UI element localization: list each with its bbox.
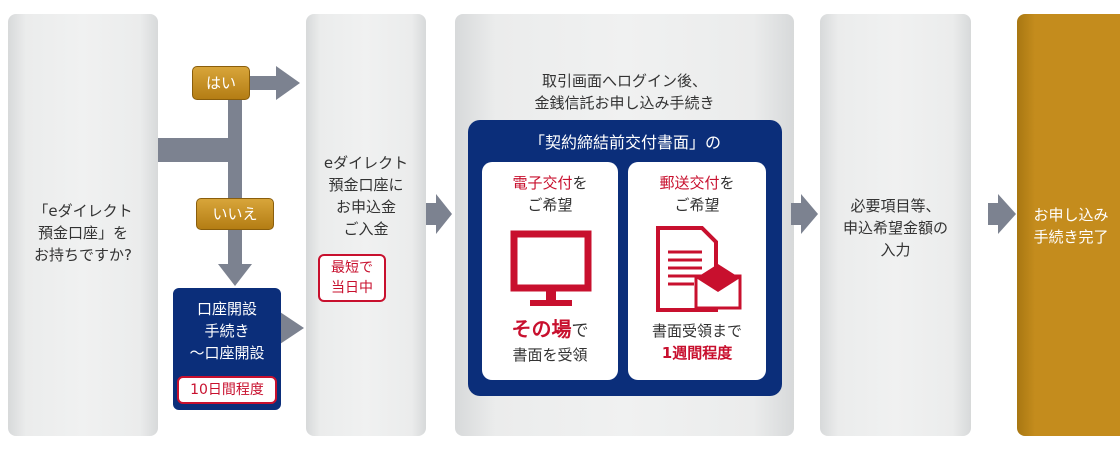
yes-label: はい <box>205 74 236 92</box>
step1-question: 「eダイレクト 預金口座」を お持ちですか? <box>8 200 158 266</box>
postal-title-red: 郵送交付 <box>659 174 720 192</box>
step4-line1: 必要項目等、 <box>850 197 941 215</box>
step5-line2: 手続き完了 <box>1033 228 1109 246</box>
step3-line1: 取引画面へログイン後、 <box>541 72 707 90</box>
step2-badge: 最短で 当日中 <box>318 254 386 302</box>
open-account-line2: 手続き <box>204 322 250 340</box>
electronic-note-rest: で <box>571 321 589 341</box>
step1-line1: 「eダイレクト <box>33 202 133 220</box>
open-account-line3: 〜口座開設 <box>189 344 265 362</box>
document-panel: 「契約締結前交付書面」の 電子交付を ご希望 その場で 書面を受領 郵送交付を … <box>468 120 782 396</box>
branch-horizontal-bar <box>158 138 228 162</box>
step1-column <box>8 14 158 436</box>
step2-line4: ご入金 <box>343 220 389 238</box>
open-account-box: 口座開設 手続き 〜口座開設 10日間程度 <box>173 288 281 410</box>
yes-arrow <box>276 66 300 100</box>
document-panel-title: 「契約締結前交付書面」の <box>528 133 721 152</box>
step2-badge-line1: 最短で <box>331 260 373 276</box>
electronic-note-line2: 書面を受領 <box>512 346 588 364</box>
postal-note-line2: 1週間程度 <box>661 344 733 362</box>
electronic-title-red: 電子交付 <box>512 174 573 192</box>
arrow-step4-to-step5 <box>988 194 1016 234</box>
step2-line2: 預金口座に <box>328 176 404 194</box>
open-account-arrow <box>280 312 304 344</box>
arrow-step2-to-step3 <box>426 194 452 234</box>
step2-line1: eダイレクト <box>323 154 409 172</box>
no-badge: いいえ <box>196 198 274 230</box>
open-account-period: 10日間程度 <box>190 382 264 398</box>
step2-text: eダイレクト 預金口座に お申込金 ご入金 <box>306 152 426 240</box>
yes-badge: はい <box>192 66 250 100</box>
step4-line2: 申込希望金額の <box>842 219 948 237</box>
step5-line1: お申し込み <box>1033 206 1109 224</box>
postal-delivery-card: 郵送交付を ご希望 書面受領まで 1週間程度 <box>628 162 766 380</box>
step2-line3: お申込金 <box>335 198 396 216</box>
branch-right-arm <box>242 76 278 90</box>
electronic-title-rest: を <box>572 174 588 192</box>
electronic-delivery-card: 電子交付を ご希望 その場で 書面を受領 <box>482 162 618 380</box>
step4-column <box>820 14 971 436</box>
step2-column <box>306 14 426 436</box>
open-account-period-badge: 10日間程度 <box>177 376 277 404</box>
step5-column <box>1017 14 1120 436</box>
electronic-title-line2: ご希望 <box>527 196 573 214</box>
step5-text: お申し込み 手続き完了 <box>1021 204 1120 248</box>
step1-line2: 預金口座」を <box>37 224 128 242</box>
postal-note-line1: 書面受領まで <box>651 322 742 340</box>
electronic-note-red: その場 <box>511 317 572 341</box>
step1-line3: お持ちですか? <box>34 246 132 264</box>
document-envelope-icon <box>656 226 742 312</box>
postal-title-rest: を <box>719 174 735 192</box>
arrow-step3-to-step4 <box>791 194 818 234</box>
postal-title-line2: ご希望 <box>674 196 720 214</box>
step4-text: 必要項目等、 申込希望金額の 入力 <box>820 195 971 261</box>
open-account-line1: 口座開設 <box>196 300 257 318</box>
no-label: いいえ <box>212 205 258 223</box>
step4-line3: 入力 <box>880 241 911 259</box>
step3-heading: 取引画面へログイン後、 金銭信託お申し込み手続き <box>455 70 794 114</box>
step3-line2: 金銭信託お申し込み手続き <box>534 94 715 112</box>
down-arrow <box>218 264 252 286</box>
step2-badge-line2: 当日中 <box>331 280 373 296</box>
monitor-icon <box>510 230 592 306</box>
